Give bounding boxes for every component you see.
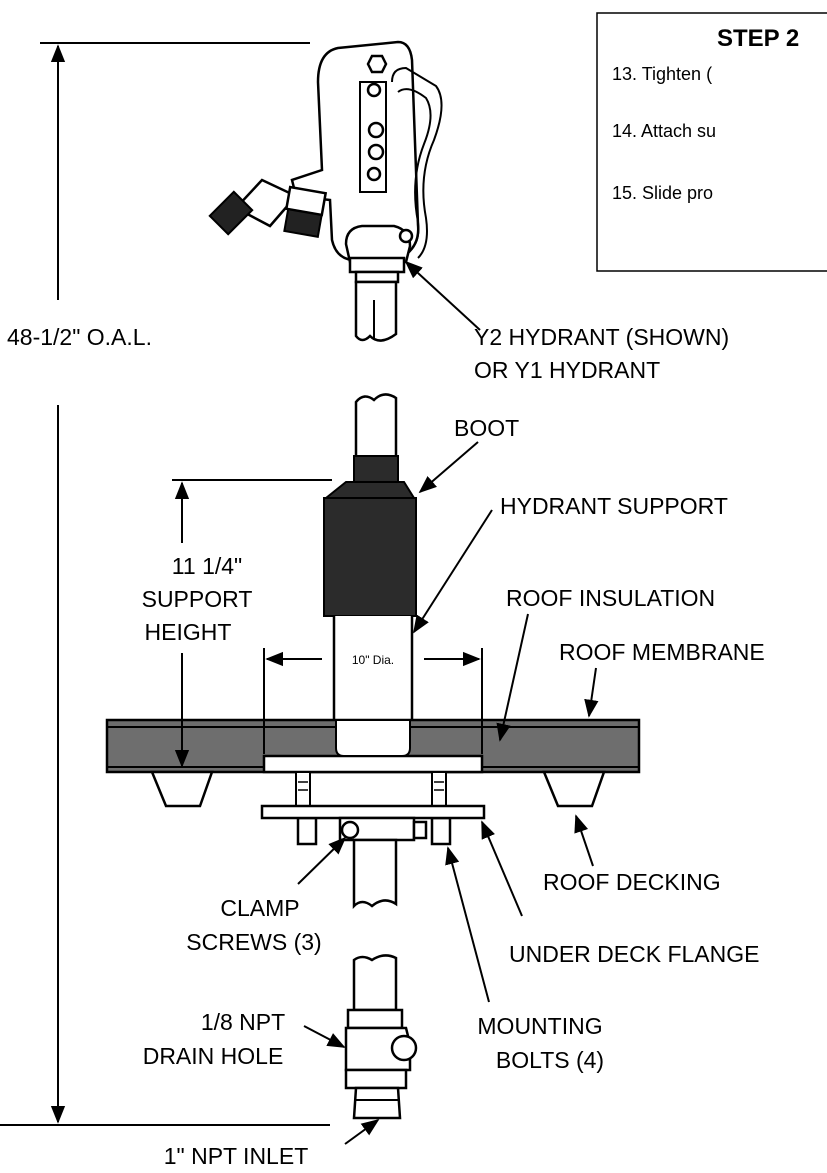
mounting-bolts-label-2: BOLTS (4) xyxy=(496,1047,604,1073)
support-height-label-1: 11 1/4" xyxy=(172,553,242,579)
clamp-screws-label-1: CLAMP xyxy=(220,895,299,921)
under-deck-flange xyxy=(260,804,486,842)
under-deck-flange-label: UNDER DECK FLANGE xyxy=(509,941,759,967)
step-item-15: 15. Slide pro xyxy=(612,183,713,203)
clamp-screws xyxy=(340,820,428,840)
support-height-label-3: HEIGHT xyxy=(145,619,232,645)
drain-hole-label-1: 1/8 NPT xyxy=(201,1009,285,1035)
diameter-dimension: 10" Dia. xyxy=(263,648,483,754)
support-height-dimension: 11 1/4" SUPPORT HEIGHT xyxy=(142,479,332,768)
support-tube xyxy=(335,719,411,757)
hydrant-support-label: HYDRANT SUPPORT xyxy=(500,493,728,519)
step-title: STEP 2 xyxy=(717,25,799,52)
overall-length-dimension: 48-1/2" O.A.L. xyxy=(0,42,330,1126)
roof-decking xyxy=(150,770,606,808)
support-height-label-2: SUPPORT xyxy=(142,586,253,612)
hydrant-head xyxy=(208,40,443,284)
diameter-label: 10" Dia. xyxy=(352,653,394,667)
drain-body xyxy=(344,1008,418,1120)
boot xyxy=(323,455,417,617)
step-box: STEP 2 13. Tighten ( 14. Attach su 15. S… xyxy=(596,12,827,272)
callout-leaders xyxy=(297,260,599,1145)
mounting-bolts xyxy=(295,771,452,846)
boot-label: BOOT xyxy=(454,415,519,441)
roof-decking-label: ROOF DECKING xyxy=(543,869,721,895)
upper-pipe xyxy=(354,280,398,460)
clamp-screws-label-2: SCREWS (3) xyxy=(186,929,321,955)
step-item-14: 14. Attach su xyxy=(612,121,716,141)
roof-membrane-label: ROOF MEMBRANE xyxy=(559,639,765,665)
hydrant-label-2: OR Y1 HYDRANT xyxy=(474,357,660,383)
npt-inlet-label: 1" NPT INLET xyxy=(164,1143,309,1169)
support-base-flange xyxy=(262,754,484,774)
overall-length-label: 48-1/2" O.A.L. xyxy=(7,324,152,350)
mounting-bolts-label-1: MOUNTING xyxy=(477,1013,602,1039)
hydrant-label-1: Y2 HYDRANT (SHOWN) xyxy=(474,324,729,350)
step-item-13: 13. Tighten ( xyxy=(612,64,712,84)
roof-insulation-label: ROOF INSULATION xyxy=(506,585,715,611)
lower-pipe xyxy=(352,838,398,1012)
drain-hole-label-2: DRAIN HOLE xyxy=(143,1043,284,1069)
